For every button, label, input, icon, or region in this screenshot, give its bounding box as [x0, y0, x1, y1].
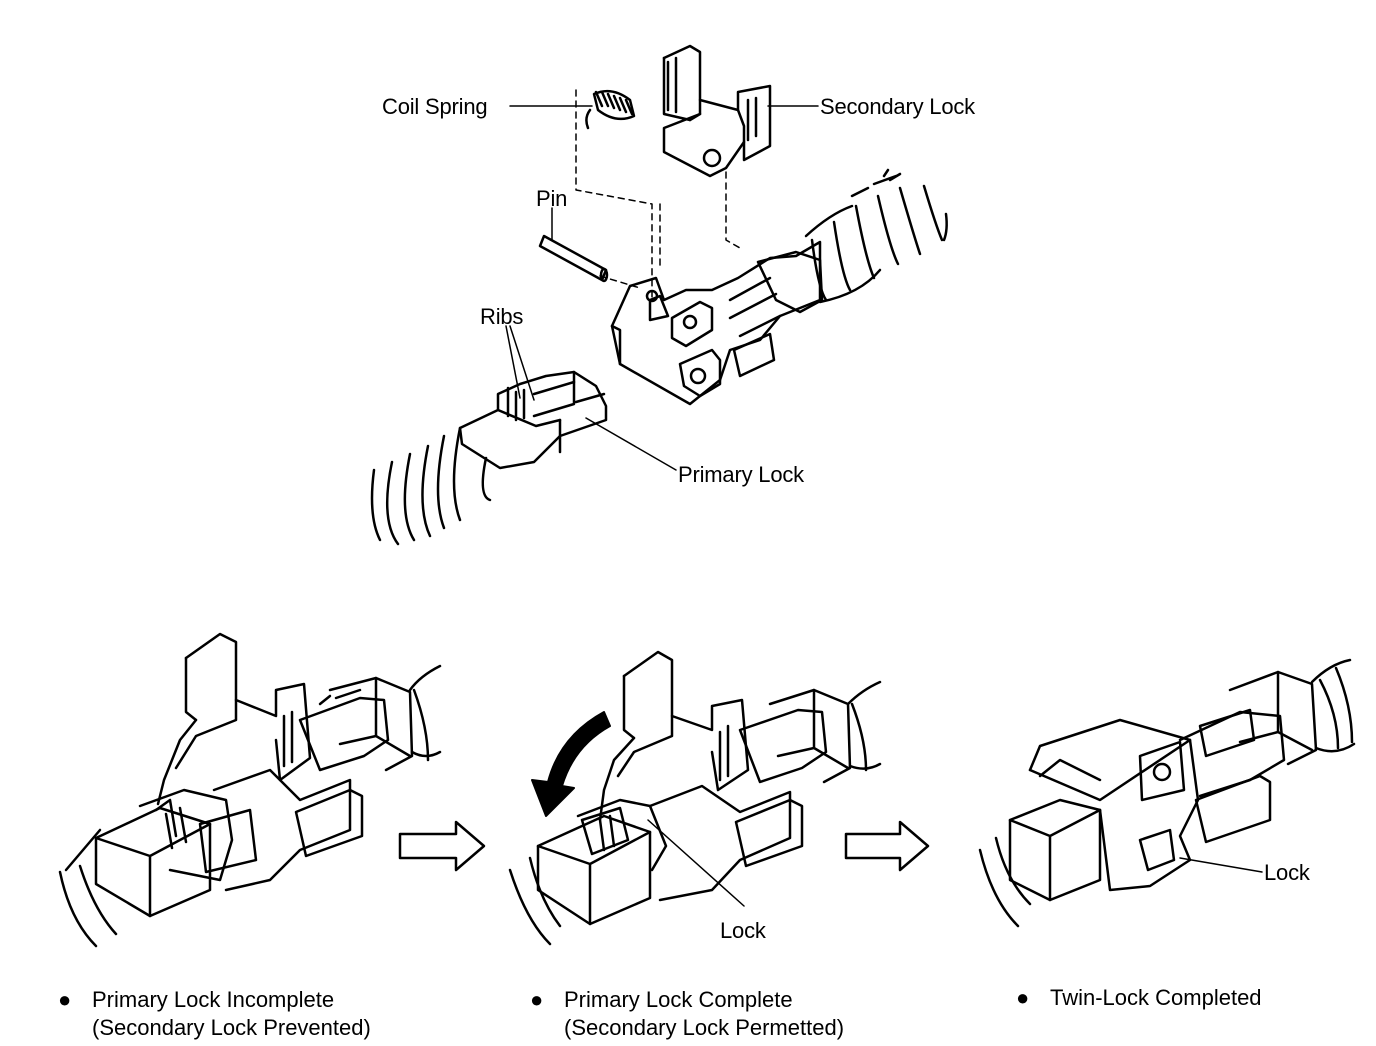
step2-lock-callout: Lock: [720, 918, 766, 943]
pin-icon: [538, 234, 609, 283]
assembly-guide-lines: [575, 89, 741, 301]
bullet-icon: ●: [1016, 985, 1030, 1010]
step2-caption-line1: Primary Lock Complete: [564, 987, 793, 1012]
step3-caption: ● Twin-Lock Completed: [1016, 984, 1262, 1012]
ribs-label: Ribs: [480, 304, 524, 329]
leader-lines-bottom: [647, 819, 1263, 907]
arrow-right-icon: [398, 820, 486, 872]
secondary-lock-icon: [662, 44, 772, 178]
step1-caption-line2: (Secondary Lock Prevented): [92, 1015, 371, 1040]
coil-spring-icon: [585, 89, 636, 130]
upper-hose: [804, 168, 948, 304]
step1-caption-line1: Primary Lock Incomplete: [92, 987, 335, 1012]
lower-hose: [370, 426, 492, 546]
bullet-icon: ●: [530, 987, 544, 1012]
male-connector-assembly: [610, 240, 824, 406]
step2-caption-line2: (Secondary Lock Permetted): [564, 1015, 845, 1040]
bullet-icon: ●: [58, 987, 72, 1012]
secondary-lock-label: Secondary Lock: [820, 94, 975, 119]
step3-lock-callout: Lock: [1264, 860, 1310, 885]
arrow-right-icon: [844, 820, 930, 872]
coil-spring-label: Coil Spring: [382, 94, 488, 119]
step2-caption: ● Primary Lock Complete (Secondary Lock …: [530, 986, 845, 1042]
pin-label: Pin: [536, 186, 568, 211]
step1-caption: ● Primary Lock Incomplete (Secondary Loc…: [58, 986, 371, 1042]
step3-caption-line1: Twin-Lock Completed: [1050, 985, 1262, 1010]
step2-connector: [508, 650, 882, 946]
female-connector-assembly: [458, 370, 608, 470]
curved-arrow-icon: [531, 711, 611, 817]
leader-lines-top: [505, 105, 819, 471]
step1-connector: [58, 632, 442, 948]
primary-lock-label: Primary Lock: [678, 462, 804, 487]
step3-connector: [978, 658, 1356, 928]
